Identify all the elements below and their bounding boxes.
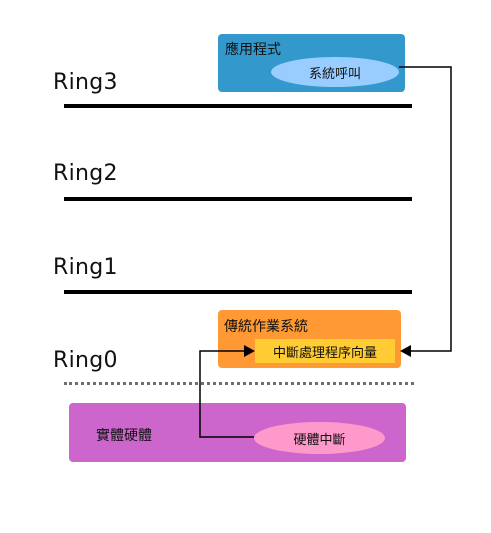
syscall-connector	[399, 66, 452, 352]
ring2-line	[64, 197, 412, 201]
ring3-line	[64, 104, 412, 108]
syscall-label: 系統呼叫	[308, 66, 361, 82]
hardware-interrupt-label: 硬體中斷	[293, 432, 346, 448]
ring1-label: Ring1	[53, 255, 118, 280]
os-title: 傳統作業系統	[224, 319, 308, 335]
application-title: 應用程式	[225, 42, 281, 58]
syscall-arrowhead	[400, 345, 411, 357]
interrupt-vector-box: 中斷處理程序向量	[255, 339, 395, 363]
hardware-box: 實體硬體 硬體中斷	[69, 403, 406, 462]
hardware-arrowhead	[244, 345, 255, 357]
hardware-title: 實體硬體	[96, 428, 152, 444]
syscall-ellipse: 系統呼叫	[271, 57, 399, 87]
ring0-label: Ring0	[53, 348, 118, 373]
ring2-label: Ring2	[53, 161, 118, 186]
os-box: 傳統作業系統 中斷處理程序向量	[218, 310, 401, 368]
ring0-line	[64, 382, 414, 385]
hardware-interrupt-ellipse: 硬體中斷	[254, 422, 385, 454]
ring3-label: Ring3	[53, 70, 118, 95]
interrupt-vector-label: 中斷處理程序向量	[272, 345, 377, 361]
ring1-line	[64, 290, 412, 294]
hardware-connector	[199, 350, 254, 438]
application-box: 應用程式 系統呼叫	[218, 34, 405, 92]
